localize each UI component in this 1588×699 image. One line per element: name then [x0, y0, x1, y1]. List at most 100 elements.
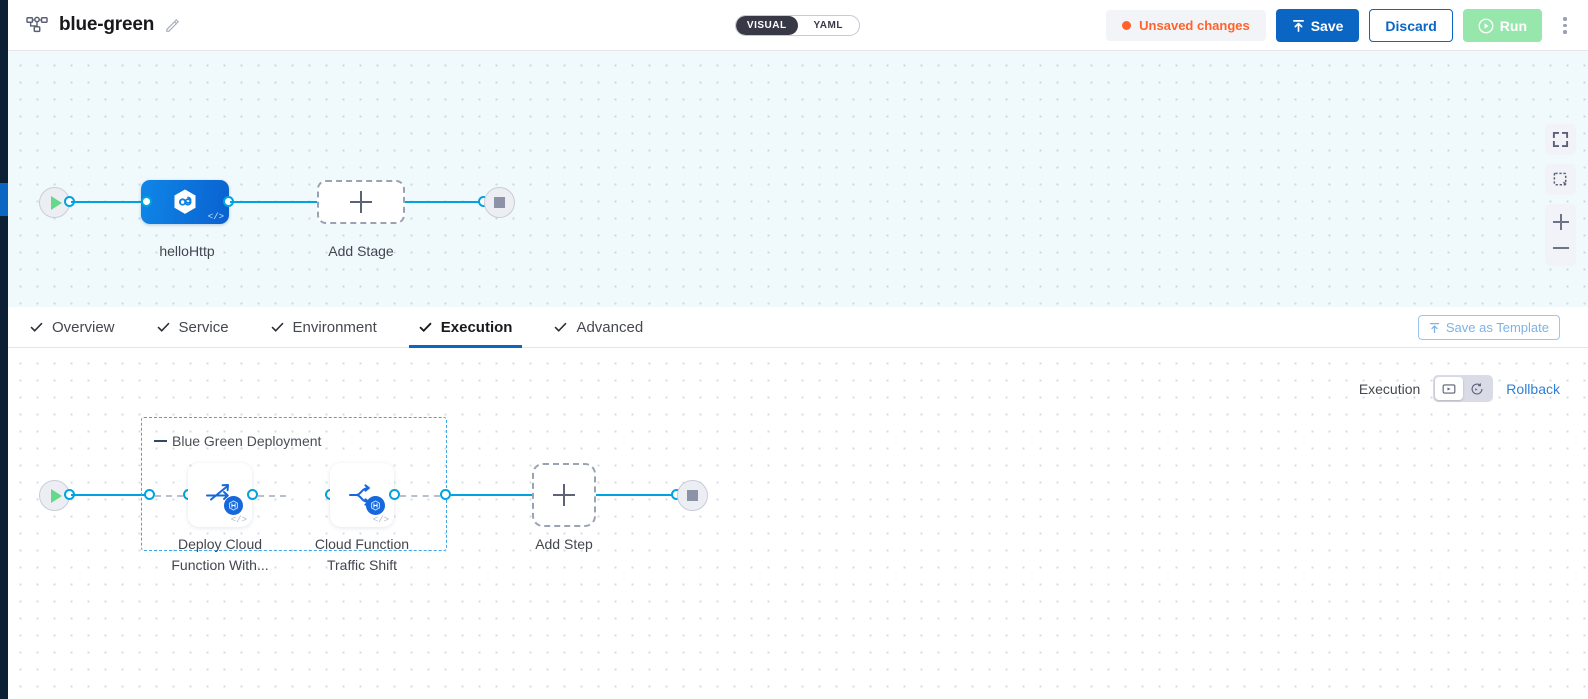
step-1-out-port [247, 489, 258, 500]
add-step-button[interactable] [532, 463, 596, 527]
stage-node-in-port [141, 196, 152, 207]
zoom-controls[interactable] [1545, 204, 1576, 266]
tab-overview[interactable]: Overview [30, 307, 115, 348]
check-icon [30, 322, 43, 332]
add-step-label: Add Step [535, 536, 593, 552]
unsaved-changes-label: Unsaved changes [1139, 18, 1250, 33]
rollback-link[interactable]: Rollback [1506, 380, 1560, 397]
stop-icon [677, 480, 708, 511]
deploy-icon [206, 484, 229, 501]
plus-icon [553, 484, 575, 506]
canvas-controls [1545, 124, 1576, 266]
mode-toggle-yaml[interactable]: YAML [813, 20, 843, 31]
step-dash-1 [155, 494, 183, 497]
step-wire-mid [451, 493, 532, 496]
stage-code-mark: </> [207, 212, 224, 222]
mode-toggle[interactable]: VISUAL YAML [735, 15, 860, 36]
step-2-label-line2: Traffic Shift [326, 557, 398, 573]
check-icon [157, 322, 170, 332]
save-as-template-button[interactable]: Save as Template [1417, 315, 1560, 340]
left-nav-active-indicator [0, 183, 8, 216]
pencil-icon[interactable] [165, 18, 180, 33]
fit-screen-icon[interactable] [1545, 124, 1576, 155]
tab-advanced-label: Advanced [576, 318, 644, 336]
tab-service-label: Service [178, 318, 229, 336]
check-icon [554, 322, 567, 332]
group-out-port [440, 489, 451, 500]
zoom-out-icon[interactable] [1550, 237, 1572, 259]
tab-advanced[interactable]: Advanced [554, 307, 643, 348]
step-1-label: Deploy Cloud Function With... [160, 534, 280, 576]
tab-list: Overview Service Environment Execution A… [8, 307, 643, 348]
tab-overview-label: Overview [52, 318, 115, 336]
pipeline-icon [26, 15, 48, 35]
step-end-node[interactable] [677, 480, 708, 511]
step-group-blue-green[interactable]: Blue Green Deployment [141, 417, 447, 551]
step-group-title-label: Blue Green Deployment [172, 433, 322, 449]
stop-icon [484, 187, 515, 218]
harness-badge-icon [366, 496, 385, 515]
save-button[interactable]: Save [1275, 9, 1360, 42]
execution-controls: Execution Rollback [1359, 375, 1560, 402]
zoom-in-icon[interactable] [1550, 211, 1572, 233]
page-title: blue-green [59, 14, 155, 35]
step-2-code-mark: </> [372, 515, 389, 525]
group-in-port [144, 489, 155, 500]
select-area-icon[interactable] [1545, 164, 1576, 195]
execution-view-toggle[interactable] [1433, 375, 1494, 402]
step-wire-end [596, 493, 676, 496]
check-icon [419, 322, 432, 332]
discard-button[interactable]: Discard [1369, 9, 1453, 42]
add-stage-button[interactable] [317, 180, 405, 224]
group-collapse-icon[interactable] [154, 439, 167, 443]
section-tabs: Overview Service Environment Execution A… [8, 307, 1588, 348]
kebab-menu-icon[interactable] [1552, 9, 1578, 42]
step-2-out-port [389, 489, 400, 500]
unsaved-changes-badge: Unsaved changes [1106, 10, 1266, 41]
save-button-label: Save [1310, 17, 1344, 34]
plus-icon [350, 191, 372, 213]
mode-toggle-visual[interactable]: VISUAL [736, 16, 798, 35]
app-header: blue-green VISUAL YAML Unsaved changes [8, 0, 1588, 51]
stage-node-hellohttp[interactable]: </> [141, 180, 229, 224]
upload-icon [1429, 322, 1439, 333]
rollback-view-icon[interactable] [1463, 377, 1491, 400]
tab-service[interactable]: Service [157, 307, 229, 348]
step-1-label-line1: Deploy Cloud [177, 536, 263, 552]
tab-environment-label: Environment [292, 318, 377, 336]
step-2-label: Cloud Function Traffic Shift [302, 534, 422, 576]
header-left-group: blue-green [8, 14, 180, 36]
stage-wire-2 [230, 200, 317, 203]
check-icon [271, 322, 284, 332]
step-1-code-mark: </> [230, 515, 247, 525]
run-button[interactable]: Run [1462, 9, 1542, 42]
stage-node-label: helloHttp [159, 243, 215, 259]
discard-button-label: Discard [1385, 17, 1437, 34]
tab-environment[interactable]: Environment [271, 307, 377, 348]
step-canvas[interactable]: Execution Rollback [8, 348, 1588, 699]
unsaved-dot-icon [1122, 21, 1132, 30]
run-button-label: Run [1499, 17, 1527, 34]
upload-icon [1292, 19, 1304, 32]
play-circle-icon [1478, 18, 1494, 33]
execution-view-icon[interactable] [1435, 377, 1464, 400]
add-stage-label: Add Stage [328, 243, 394, 259]
tab-execution[interactable]: Execution [408, 307, 523, 348]
header-actions: Unsaved changes Save Discard Run [1106, 0, 1578, 51]
stage-canvas[interactable]: </> helloHttp Add Stage [8, 51, 1588, 307]
stage-wire-1 [71, 200, 152, 203]
step-node-deploy-cloud-function[interactable]: </> [188, 463, 252, 527]
stage-end-node[interactable] [484, 187, 515, 218]
step-dash-3 [400, 494, 440, 497]
execution-label: Execution [1358, 380, 1421, 397]
step-1-label-line2: Function With... [171, 557, 269, 573]
save-as-template-label: Save as Template [1445, 320, 1549, 335]
step-dash-2 [258, 494, 286, 497]
harness-badge-icon [224, 496, 243, 515]
step-wire-start [71, 493, 149, 496]
tab-execution-label: Execution [440, 318, 513, 336]
cloud-function-icon [174, 189, 196, 214]
step-node-traffic-shift[interactable]: </> [330, 463, 394, 527]
step-group-title: Blue Green Deployment [154, 433, 321, 449]
